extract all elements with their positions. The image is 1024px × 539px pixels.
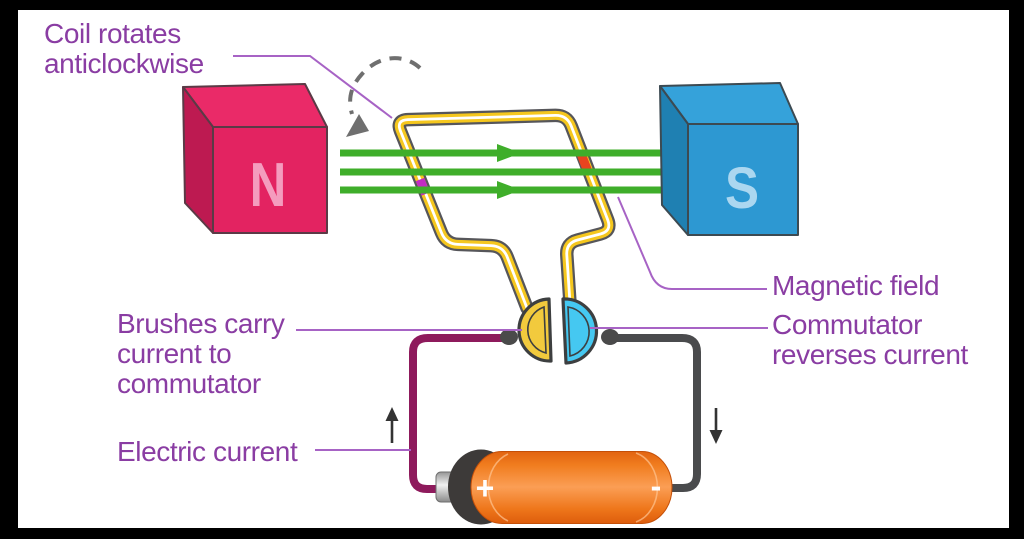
battery-body <box>470 451 673 524</box>
wire-left <box>409 334 505 493</box>
leader-coil-rotation <box>233 55 393 119</box>
brush-left <box>500 329 518 345</box>
brush-right <box>601 329 619 345</box>
battery-positive-sign: + <box>475 470 495 506</box>
coil-rotation-label: Coil rotates anticlockwise <box>44 18 204 79</box>
battery <box>435 449 673 525</box>
rotation-arrow-icon <box>346 56 422 137</box>
coil-segment-right <box>577 153 592 173</box>
commutator-label: Commutator reverses current <box>772 309 968 370</box>
leader-magnetic-field <box>617 196 767 290</box>
south-pole-letter: S <box>724 156 760 221</box>
north-pole-letter: N <box>249 151 287 220</box>
brushes-label: Brushes carry current to commutator <box>117 308 285 399</box>
field-arrow-icon <box>497 144 521 162</box>
commutator-right-half <box>561 297 599 365</box>
leader-lines <box>233 55 768 451</box>
current-arrow-up-icon <box>385 407 399 443</box>
field-direction-arrows <box>497 144 521 199</box>
field-arrow-icon <box>497 181 521 199</box>
north-magnet <box>182 83 328 234</box>
electric-current-label: Electric current <box>117 436 298 467</box>
commutator-left-half <box>517 297 553 363</box>
battery-negative-sign: - <box>650 468 662 504</box>
current-arrow-down-icon <box>709 408 723 444</box>
magnetic-field-label: Magnetic field <box>772 270 940 301</box>
south-magnet <box>659 82 799 236</box>
wire-right <box>610 334 701 492</box>
